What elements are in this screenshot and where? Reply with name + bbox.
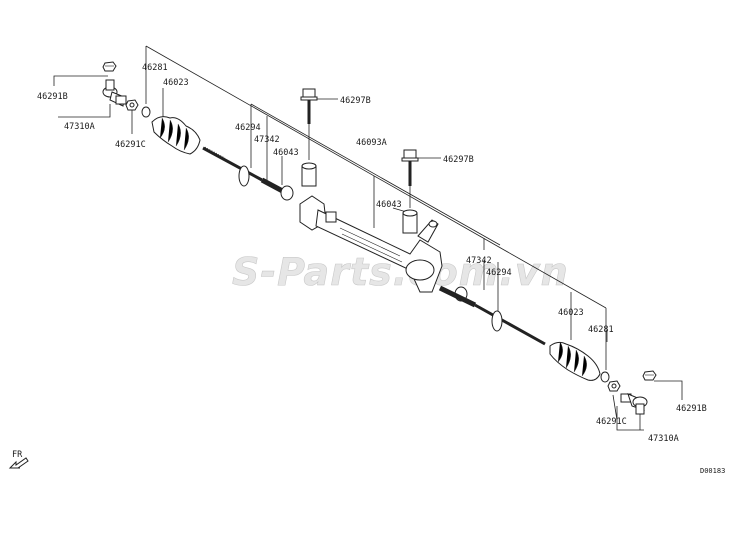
label-46281-right: 46281 [588,325,614,335]
label-47342-left: 47342 [254,135,280,145]
fr-label: FR [12,450,23,460]
label-46291B-right: 46291B [676,404,707,414]
leader-lines [53,45,683,431]
bushing-46043-right [402,209,418,234]
right-clip-46281 [600,371,610,383]
label-46281-left: 46281 [142,63,168,73]
right-lock-nut-46291C [607,380,621,392]
label-47310A-right: 47310A [648,434,679,444]
label-46093A: 46093A [356,138,387,148]
label-47310A-left: 47310A [64,122,95,132]
right-tie-rod-end-47310A [620,393,648,415]
left-inner-tie-rod [202,146,294,201]
label-47342-right: 47342 [466,256,492,266]
left-tie-rod-end-47310A [102,79,127,107]
label-46297B-top: 46297B [340,96,371,106]
label-46023-right: 46023 [558,308,584,318]
rack-housing-46093A [299,195,443,293]
bolt-46297B-right [401,149,419,186]
right-nut-46291B [642,370,657,381]
label-46291C-left: 46291C [115,140,146,150]
left-nut-46291B [102,61,117,72]
front-direction-marker: FR [8,450,29,469]
label-46291B-left: 46291B [37,92,68,102]
label-46043-left: 46043 [273,148,299,158]
left-lock-nut-46291C [125,99,139,111]
part-labels: 46281 46023 46291B 47310A 46291C 46297B … [37,63,707,444]
bolt-46297B-top [300,88,318,124]
arrow-icon [8,457,29,469]
label-46297B-right: 46297B [443,155,474,165]
diagram-code: D00183 [700,467,725,475]
bushing-46043-left [301,162,317,187]
label-46294-right: 46294 [486,268,512,278]
right-boot-46023 [549,341,601,381]
label-46043-right: 46043 [376,200,402,210]
left-clip-46281 [141,106,151,118]
parts [102,61,657,415]
left-boot-46023 [151,116,201,155]
right-inner-tie-rod [438,285,546,346]
label-46023-left: 46023 [163,78,189,88]
label-46294-left: 46294 [235,123,261,133]
label-46291C-right: 46291C [596,417,627,427]
